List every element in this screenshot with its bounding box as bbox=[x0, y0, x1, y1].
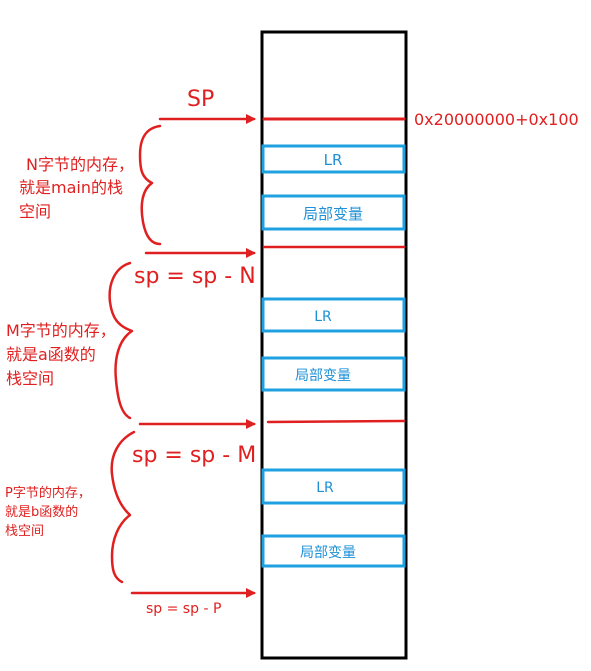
sp-minus-p-label: sp = sp - P bbox=[146, 601, 221, 617]
locals-label-main: 局部变量 bbox=[303, 205, 363, 223]
b-frame-desc-1: P字节的内存， bbox=[5, 485, 91, 501]
main-frame-desc-2: 就是main的栈 bbox=[19, 178, 123, 197]
address-label: 0x20000000+0x100 bbox=[414, 110, 579, 129]
lr-box-b bbox=[261, 468, 406, 505]
locals-box-main bbox=[261, 194, 406, 231]
lr-label-a: LR bbox=[314, 309, 332, 325]
sp-top-label: SP bbox=[187, 87, 214, 112]
a-frame-desc-2: 就是a函数的 bbox=[6, 345, 96, 364]
main-frame-desc-1: N字节的内存， bbox=[26, 155, 134, 174]
lr-label-b: LR bbox=[316, 480, 334, 496]
locals-box-a bbox=[261, 356, 406, 392]
main-frame-desc-3: 空间 bbox=[19, 202, 51, 221]
sp-minus-m-label: sp = sp - M bbox=[132, 443, 256, 468]
lr-box-main bbox=[261, 144, 406, 174]
a-frame-desc-3: 栈空间 bbox=[6, 369, 54, 388]
stack-memory-rect bbox=[260, 30, 408, 660]
a-frame-desc-1: M字节的内存， bbox=[6, 321, 116, 340]
brace-a bbox=[108, 261, 134, 420]
sp-minus-n-label: sp = sp - N bbox=[134, 264, 256, 289]
locals-label-b: 局部变量 bbox=[300, 545, 356, 561]
brace-b bbox=[110, 430, 136, 584]
lr-label-main: LR bbox=[324, 151, 343, 169]
b-frame-desc-2: 就是b函数的 bbox=[5, 504, 78, 520]
brace-main bbox=[138, 124, 162, 246]
lr-box-a bbox=[261, 297, 406, 333]
locals-box-b bbox=[261, 534, 406, 568]
locals-label-a: 局部变量 bbox=[295, 368, 351, 384]
boundary-line-a-b bbox=[266, 419, 406, 424]
b-frame-desc-3: 栈空间 bbox=[5, 524, 44, 539]
